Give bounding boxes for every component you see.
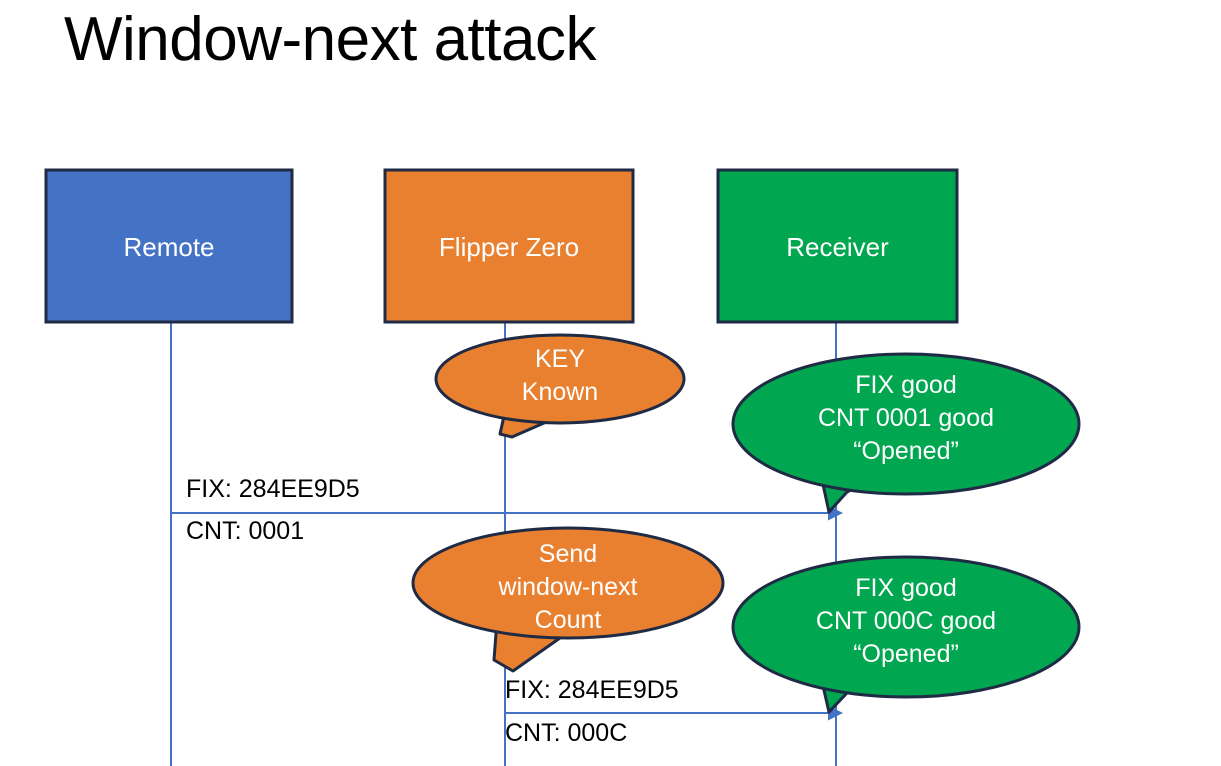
- callout-fix-good-000c[interactable]: [731, 555, 1081, 714]
- actor-box-receiver[interactable]: [716, 168, 959, 324]
- callout-fix-good-000c-body: [731, 555, 1081, 699]
- callout-send-window-next[interactable]: [411, 526, 725, 673]
- callout-key-known-body: [434, 333, 686, 425]
- callout-fix-good-0001-body: [731, 352, 1081, 496]
- callout-send-window-next-body: [411, 526, 725, 640]
- callout-fix-good-0001[interactable]: [731, 352, 1081, 514]
- actor-box-remote[interactable]: [44, 168, 294, 324]
- actor-box-flipper-zero[interactable]: [383, 168, 635, 324]
- callout-key-known[interactable]: [434, 333, 686, 439]
- page-title: Window-next attack: [64, 5, 597, 74]
